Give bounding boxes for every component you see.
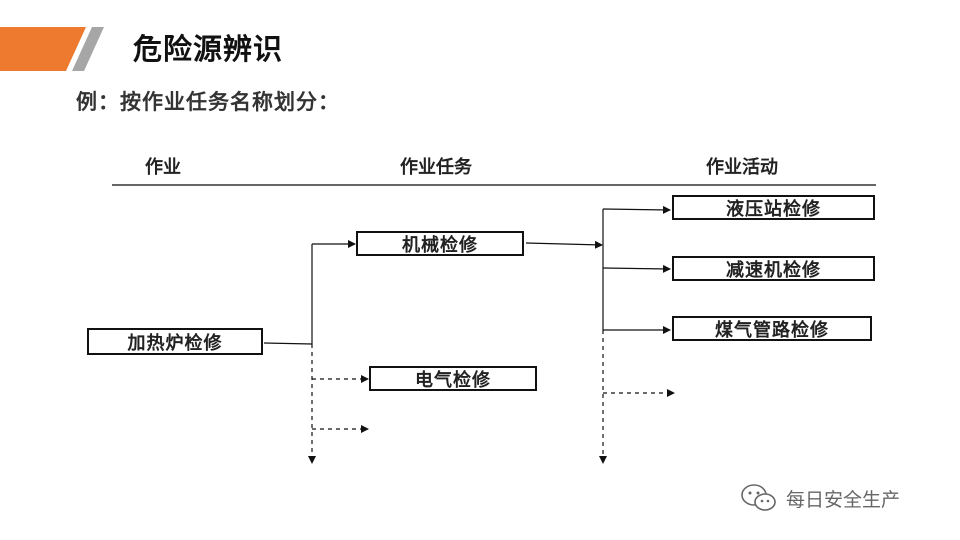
node-root: 加热炉检修 (87, 328, 263, 355)
node-task-mechanical: 机械检修 (356, 231, 524, 256)
node-activity-reducer: 减速机检修 (672, 256, 875, 281)
column-header-task: 作业任务 (400, 157, 472, 178)
header-decoration (0, 27, 104, 71)
orange-banner (0, 27, 86, 71)
page-subtitle: 例：按作业任务名称划分： (76, 90, 340, 114)
wechat-icon (741, 484, 776, 511)
watermark: 每日安全生产 (740, 483, 900, 513)
page-title: 危险源辨识 (133, 32, 284, 66)
column-header-job: 作业 (145, 157, 181, 178)
watermark-text: 每日安全生产 (786, 488, 901, 511)
connector-root (263, 342, 313, 345)
arrow-to-act2 (602, 264, 671, 273)
gray-slash (72, 27, 104, 71)
node-activity-gas-pipe: 煤气管路检修 (672, 316, 872, 341)
column-header-activity: 作业活动 (706, 157, 778, 178)
node-activity-hydraulic: 液压站检修 (672, 195, 875, 220)
node-task-electrical: 电气检修 (369, 366, 537, 391)
arrow-to-act1 (602, 205, 671, 214)
arrow-task1-to-branch (525, 240, 603, 249)
